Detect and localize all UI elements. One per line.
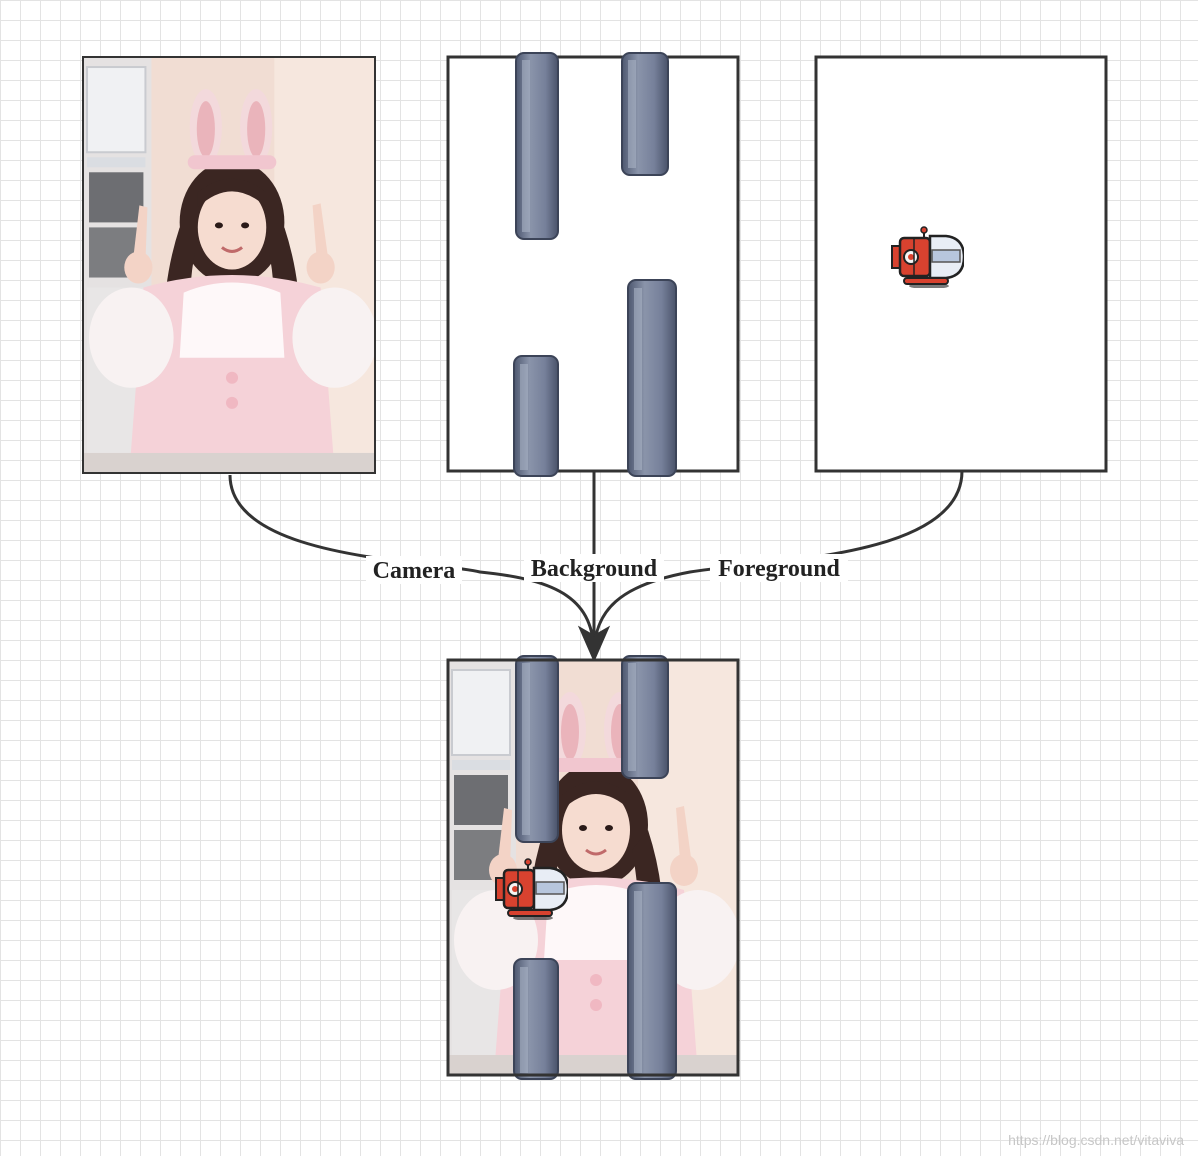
camera-photo — [83, 57, 375, 473]
pipe-top-left — [515, 52, 559, 240]
label-camera: Camera — [366, 556, 462, 584]
background-frame — [446, 52, 740, 477]
pipe-top-right — [621, 52, 669, 176]
svg-text:Background: Background — [531, 556, 658, 582]
composite-pipe-top-left — [515, 655, 559, 843]
composite-pipe-bottom-right — [627, 882, 677, 1080]
label-background: Background — [524, 554, 664, 582]
composite-frame — [446, 655, 740, 1080]
composite-pipe-top-right — [621, 655, 669, 779]
camera-connector — [228, 474, 596, 656]
pipe-bottom-left — [513, 355, 559, 477]
composite-camera-layer — [448, 660, 738, 1075]
svg-text:Foreground: Foreground — [718, 556, 840, 582]
pipe-bottom-right — [627, 279, 677, 477]
composite-pipe-bottom-left — [513, 958, 559, 1080]
arrow-head — [577, 625, 611, 663]
watermark: https://blog.csdn.net/vitaviva — [1008, 1132, 1184, 1148]
svg-text:Camera: Camera — [373, 558, 456, 584]
foreground-frame — [814, 55, 1108, 473]
label-foreground: Foreground — [710, 554, 848, 582]
camera-frame — [82, 56, 376, 474]
